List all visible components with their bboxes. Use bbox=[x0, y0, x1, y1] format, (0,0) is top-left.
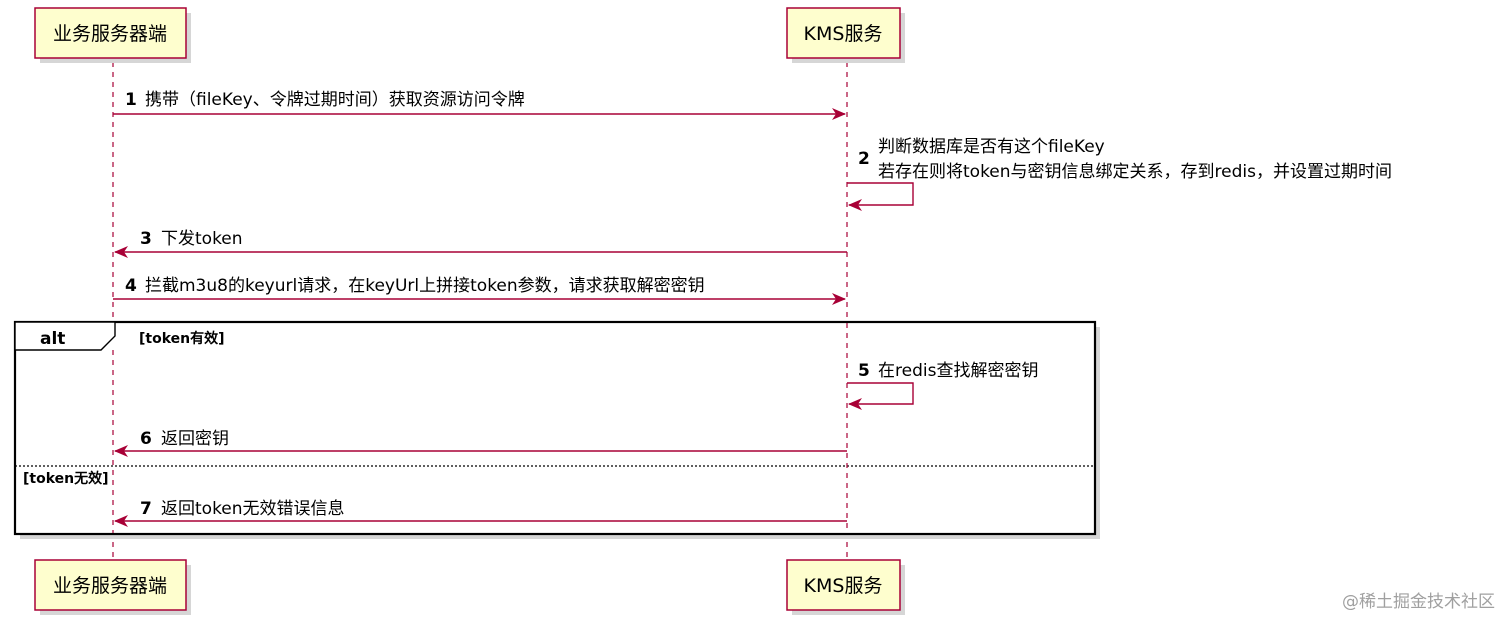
message-text: 返回token无效错误信息 bbox=[161, 499, 345, 519]
message-number: 6 bbox=[140, 429, 152, 449]
message-3: 3 下发token bbox=[114, 229, 847, 258]
message-5: 5 在redis查找解密密钥 bbox=[847, 361, 1038, 410]
message-number: 3 bbox=[140, 229, 152, 249]
message-number: 7 bbox=[140, 499, 152, 519]
alt-condition-valid: [token有效] bbox=[139, 330, 225, 347]
alt-condition-invalid: [token无效] bbox=[23, 470, 109, 487]
participant-kms-service-top: KMS服务 bbox=[786, 7, 905, 63]
message-text: 在redis查找解密密钥 bbox=[878, 361, 1038, 381]
message-text-line-2: 若存在则将token与密钥信息绑定关系，存到redis，并设置过期时间 bbox=[878, 162, 1392, 182]
message-number: 4 bbox=[125, 276, 137, 296]
participant-label: 业务服务器端 bbox=[53, 23, 167, 45]
message-text: 返回密钥 bbox=[161, 429, 229, 449]
participant-kms-service-bottom: KMS服务 bbox=[786, 559, 905, 615]
message-number: 2 bbox=[858, 149, 870, 169]
participant-business-server-bottom: 业务服务器端 bbox=[34, 559, 191, 615]
message-number: 5 bbox=[858, 361, 870, 381]
message-4: 4 拦截m3u8的keyurl请求，在keyUrl上拼接token参数，请求获取… bbox=[113, 276, 846, 305]
message-2: 2 判断数据库是否有这个fileKey 若存在则将token与密钥信息绑定关系，… bbox=[847, 137, 1392, 211]
message-text-line-1: 判断数据库是否有这个fileKey bbox=[878, 137, 1105, 157]
alt-fragment: alt [token有效] [token无效] bbox=[13, 320, 1100, 539]
participant-business-server-top: 业务服务器端 bbox=[34, 7, 191, 63]
message-6: 6 返回密钥 bbox=[114, 429, 847, 457]
message-text: 下发token bbox=[161, 229, 243, 249]
watermark: @稀土掘金技术社区 bbox=[1342, 592, 1495, 612]
message-7: 7 返回token无效错误信息 bbox=[114, 499, 847, 527]
alt-tab bbox=[14, 321, 116, 351]
alt-label: alt bbox=[40, 329, 65, 349]
message-text: 携带（fileKey、令牌过期时间）获取资源访问令牌 bbox=[145, 90, 525, 110]
message-text: 拦截m3u8的keyurl请求，在keyUrl上拼接token参数，请求获取解密… bbox=[145, 276, 705, 296]
message-1: 1 携带（fileKey、令牌过期时间）获取资源访问令牌 bbox=[113, 90, 846, 120]
participant-label: 业务服务器端 bbox=[53, 575, 167, 597]
participant-label: KMS服务 bbox=[804, 575, 883, 597]
message-number: 1 bbox=[125, 90, 137, 110]
participant-label: KMS服务 bbox=[804, 23, 883, 45]
